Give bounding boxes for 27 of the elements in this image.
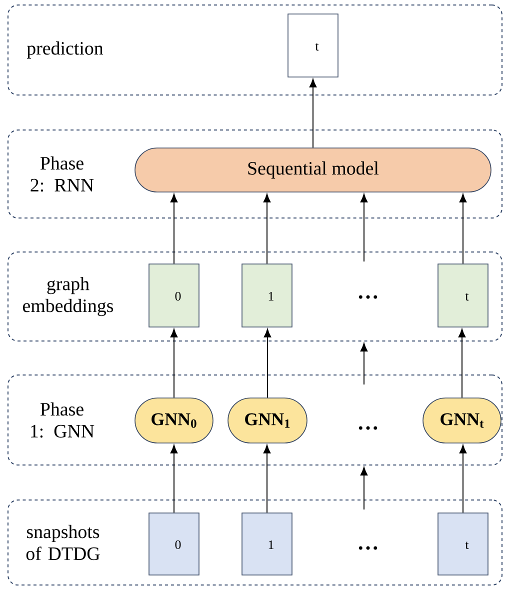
embedding-box: 1 bbox=[242, 264, 292, 328]
ellipsis: … bbox=[358, 295, 378, 299]
arrow bbox=[309, 78, 317, 148]
arrow bbox=[458, 328, 466, 398]
embedding-box: t bbox=[438, 264, 488, 328]
snapshot-box: t bbox=[438, 512, 488, 576]
arrow bbox=[170, 328, 178, 398]
arrow bbox=[459, 194, 467, 264]
snapshot-box: 0 bbox=[148, 512, 200, 576]
prediction-box: t bbox=[288, 14, 338, 78]
model-box: Sequential model bbox=[134, 148, 492, 192]
arrow bbox=[360, 194, 368, 262]
arrow bbox=[263, 444, 271, 514]
embedding-box: 0 bbox=[148, 264, 200, 328]
gnn-box: GNN$_{1}$ bbox=[228, 398, 308, 444]
arrow bbox=[170, 444, 178, 514]
arrow bbox=[170, 194, 178, 264]
arrow bbox=[459, 444, 467, 514]
arrow bbox=[264, 328, 272, 398]
gnn-box: GNN$_{0}$ bbox=[134, 398, 214, 444]
snapshot-box: 1 bbox=[242, 512, 292, 576]
arrow bbox=[263, 194, 271, 264]
arrow bbox=[360, 342, 368, 385]
ellipsis: … bbox=[358, 426, 378, 430]
gnn-box: GNN$_{t}$ bbox=[422, 398, 502, 444]
arrow bbox=[360, 466, 368, 510]
ellipsis: … bbox=[358, 546, 378, 550]
